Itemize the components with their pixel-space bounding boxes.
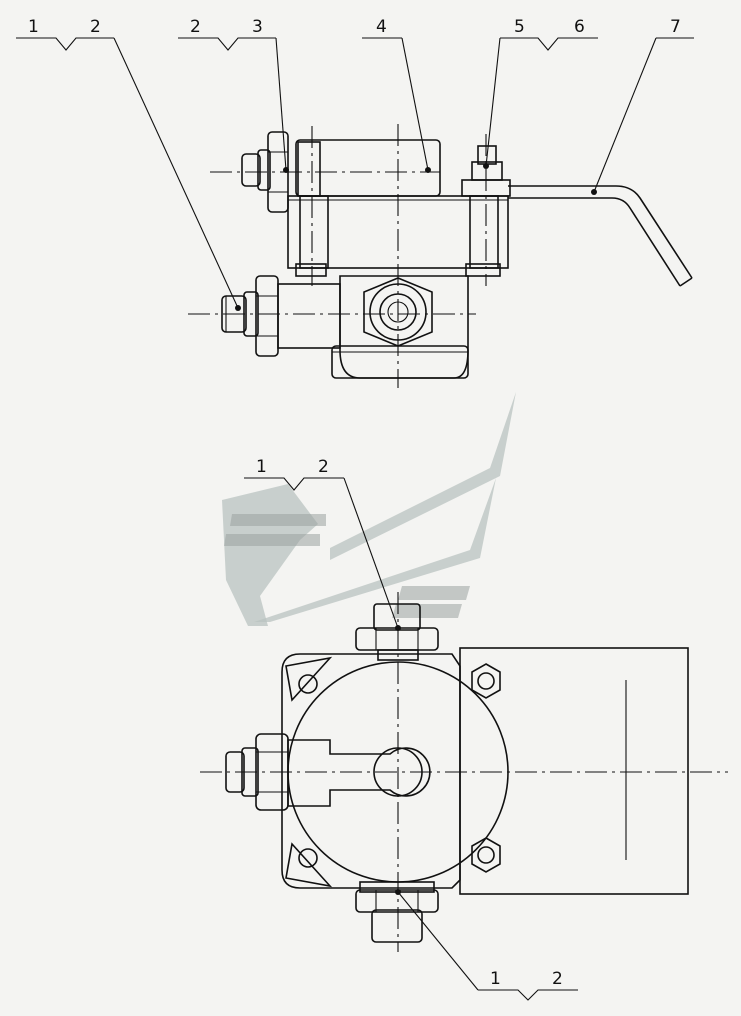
callout-1-bottom: 1 <box>490 969 501 989</box>
callout-leaders <box>16 37 694 1001</box>
side-elevation-view <box>188 124 693 388</box>
plan-bolt-bottom <box>471 837 501 873</box>
callout-2-bottom: 2 <box>552 969 563 989</box>
callout-labels: 1 2 2 3 4 5 6 7 1 2 1 2 <box>28 17 681 989</box>
callout-1-middle: 1 <box>256 457 267 477</box>
cover-box <box>295 139 441 197</box>
callout-6-top: 6 <box>574 17 585 37</box>
lower-plug <box>221 295 247 333</box>
callout-1-top-left: 1 <box>28 17 39 37</box>
callout-7-top: 7 <box>670 17 681 37</box>
valve-body <box>339 275 469 379</box>
plan-bolt-top <box>471 663 501 699</box>
watermark-logo <box>222 392 516 626</box>
callout-5-top: 5 <box>514 17 525 37</box>
lower-hex-fitting <box>255 275 279 357</box>
callout-3-top: 3 <box>252 17 263 37</box>
plan-lever-arm <box>287 739 431 807</box>
bolt-nut-left <box>295 263 327 277</box>
plan-top-hex-nut <box>355 627 439 651</box>
pipe-inner <box>508 197 681 287</box>
callout-4-top: 4 <box>376 17 387 37</box>
plan-flange <box>281 653 461 889</box>
pipe-outer <box>508 185 693 279</box>
upper-plug <box>241 153 261 187</box>
callout-2-top: 2 <box>190 17 201 37</box>
plan-bottom-plug <box>371 909 423 943</box>
plan-view <box>200 592 728 952</box>
callout-2-top-left: 2 <box>90 17 101 37</box>
flange-bolt-right <box>469 195 499 269</box>
callout-2-middle: 2 <box>318 457 329 477</box>
bolt-nut-right <box>465 263 501 277</box>
flange-bolt-left <box>299 195 329 269</box>
